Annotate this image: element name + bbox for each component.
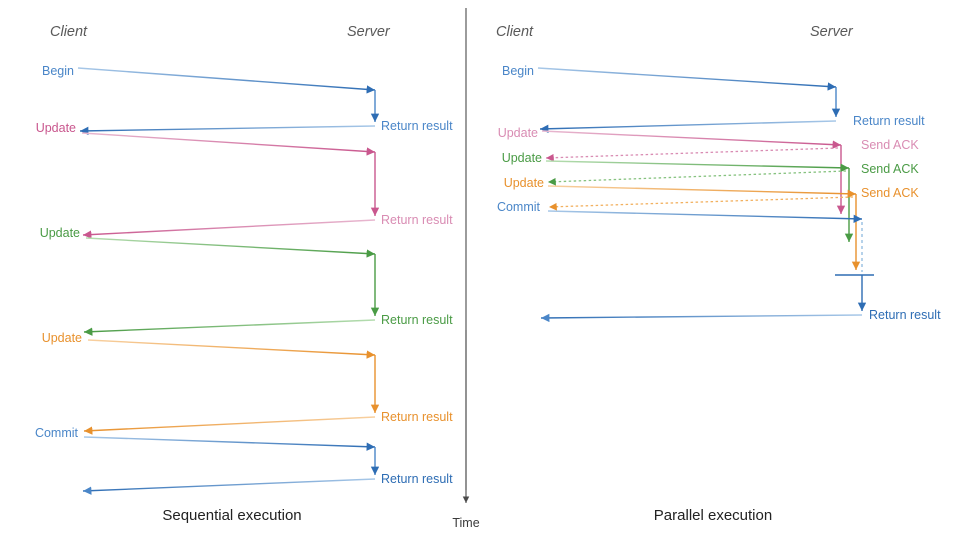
left-lane-header-client: Client: [50, 24, 88, 40]
right-arrow-update3-request: [547, 185, 857, 198]
left-server-label-return-2: Return result: [381, 213, 453, 227]
right-server-label-ack-3: Send ACK: [861, 186, 919, 200]
right-panel-caption: Parallel execution: [654, 507, 772, 524]
left-client-label-update-2: Update: [40, 226, 80, 240]
right-server-label-return-1: Return result: [853, 114, 925, 128]
right-arrow-update2-request: [545, 160, 850, 173]
right-arrow-begin-request: [537, 67, 837, 91]
left-server-label-return-4: Return result: [381, 410, 453, 424]
right-client-label-update-2: Update: [502, 151, 542, 165]
left-client-label-commit: Commit: [35, 426, 79, 440]
right-lane-header-server: Server: [810, 24, 854, 40]
left-arrow-update2-return: [83, 319, 376, 336]
left-client-label-begin: Begin: [42, 64, 74, 78]
right-arrow-update1-request: [541, 130, 842, 149]
left-arrow-update2-request: [85, 237, 376, 258]
right-lane-header-client: Client: [496, 24, 534, 40]
left-server-label-return-1: Return result: [381, 119, 453, 133]
right-server-label-ack-2: Send ACK: [861, 162, 919, 176]
right-server-label-ack-1: Send ACK: [861, 138, 919, 152]
right-arrow-update1-ack: [545, 147, 839, 162]
right-client-label-update-3: Update: [504, 176, 544, 190]
right-arrow-commit-return: [540, 313, 863, 323]
time-axis-label: Time: [452, 516, 479, 530]
right-client-label-update-1: Update: [498, 126, 538, 140]
left-arrow-update1-request: [81, 132, 376, 156]
right-panel-group: Client Server: [496, 24, 941, 524]
left-arrow-update1-return: [82, 219, 376, 239]
right-arrow-begin-return: [539, 120, 837, 133]
left-panel-group: Client Server Begin: [35, 24, 453, 524]
left-lane-header-server: Server: [347, 24, 391, 40]
left-arrow-commit-return: [82, 478, 376, 495]
left-client-label-update-1: Update: [36, 121, 76, 135]
right-client-label-begin: Begin: [502, 64, 534, 78]
right-arrow-update3-ack: [548, 196, 854, 211]
left-arrow-begin-return: [79, 125, 376, 136]
right-arrow-commit-request: [547, 210, 863, 223]
left-server-label-return-5: Return result: [381, 472, 453, 486]
right-client-label-commit: Commit: [497, 200, 541, 214]
left-arrow-update3-request: [87, 339, 376, 359]
left-client-label-update-3: Update: [42, 331, 82, 345]
right-server-label-return-2: Return result: [869, 308, 941, 322]
right-arrow-update2-ack: [547, 170, 847, 186]
left-arrow-update3-return: [83, 416, 376, 435]
left-panel-caption: Sequential execution: [162, 507, 301, 524]
left-arrow-begin-request: [77, 67, 376, 94]
left-server-label-return-3: Return result: [381, 313, 453, 327]
left-arrow-commit-request: [83, 436, 376, 451]
